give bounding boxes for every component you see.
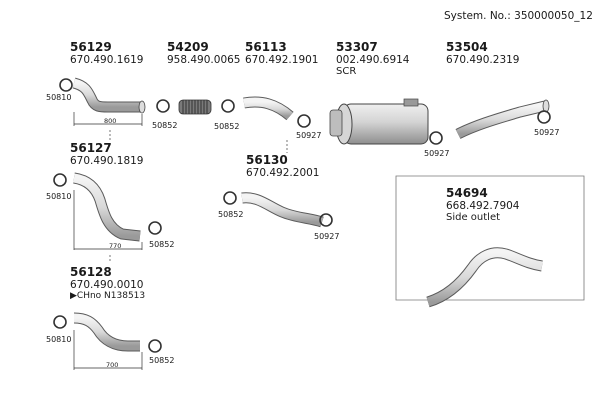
part-number: 56113 [245, 40, 287, 54]
part-56128-label: 56128 670.490.0010 ▶CHno N138513 [70, 265, 145, 301]
pipe-56128 [73, 312, 143, 370]
part-56130-label: 56130 670.492.2001 [246, 153, 319, 179]
tailpipe-53504 [455, 99, 550, 139]
oe-number: 670.490.2319 [446, 54, 520, 66]
clamp-label: 50810 [46, 335, 72, 344]
part-number: 56130 [246, 153, 288, 167]
part-56127-label: 56127 670.490.1819 [70, 141, 143, 167]
clamp-label: 50852 [214, 122, 240, 131]
part-number: 56127 [70, 141, 112, 155]
dimension-label: 800 [104, 117, 117, 125]
dimension-label: 770 [109, 242, 122, 250]
pipe-56129 [72, 77, 146, 126]
part-56113-label: 56113 670.492.1901 [245, 40, 318, 66]
clamp-label: 50927 [314, 232, 340, 241]
clamp-label: 50810 [46, 192, 72, 201]
part-53504-label: 53504 670.490.2319 [446, 40, 519, 66]
pipe-56113 [243, 96, 294, 121]
part-56129-label: 56129 670.490.1619 [70, 40, 143, 66]
muffler-53307 [329, 98, 429, 145]
pipe-54694 [395, 175, 585, 308]
clamp-label: 50852 [149, 356, 175, 365]
chassis-number-note: ▶CHno N138513 [70, 291, 146, 301]
dimension-label: 700 [106, 361, 119, 369]
clamp-label: 50852 [218, 210, 244, 219]
clamp-label: 50852 [149, 240, 175, 249]
part-note: SCR [336, 66, 357, 77]
part-54209-label: 54209 958.490.0065 [167, 40, 240, 66]
part-number: 56129 [70, 40, 112, 54]
part-number: 54209 [167, 40, 209, 54]
oe-number: 670.492.2001 [246, 167, 320, 179]
clamp-label: 50927 [534, 128, 560, 137]
part-54694-label: 54694 668.492.7904 Side outlet [446, 186, 519, 223]
clamp-label: 50852 [152, 121, 178, 130]
oe-number: 670.492.1901 [245, 54, 319, 66]
part-number: 53307 [336, 40, 378, 54]
system-number: System. No.: 350000050_12 [444, 10, 593, 22]
part-number: 54694 [446, 186, 488, 200]
pipe-56130 [241, 192, 324, 228]
oe-number: 670.490.1819 [70, 155, 144, 167]
flex-pipe-54209 [178, 99, 212, 115]
oe-number: 002.490.6914 [336, 54, 410, 66]
clamp-label: 50927 [424, 149, 450, 158]
part-note: Side outlet [446, 212, 501, 223]
oe-number: 670.490.0010 [70, 279, 144, 291]
oe-number: 958.490.0065 [167, 54, 241, 66]
clamp-label: 50810 [46, 93, 72, 102]
clamps [53, 78, 551, 353]
clamp-label: 50927 [296, 131, 322, 140]
part-number: 53504 [446, 40, 488, 54]
part-53307-label: 53307 002.490.6914 SCR [336, 40, 409, 77]
oe-number: 668.492.7904 [446, 200, 520, 212]
part-number: 56128 [70, 265, 112, 279]
oe-number: 670.490.1619 [70, 54, 144, 66]
pipe-56127 [72, 172, 143, 250]
